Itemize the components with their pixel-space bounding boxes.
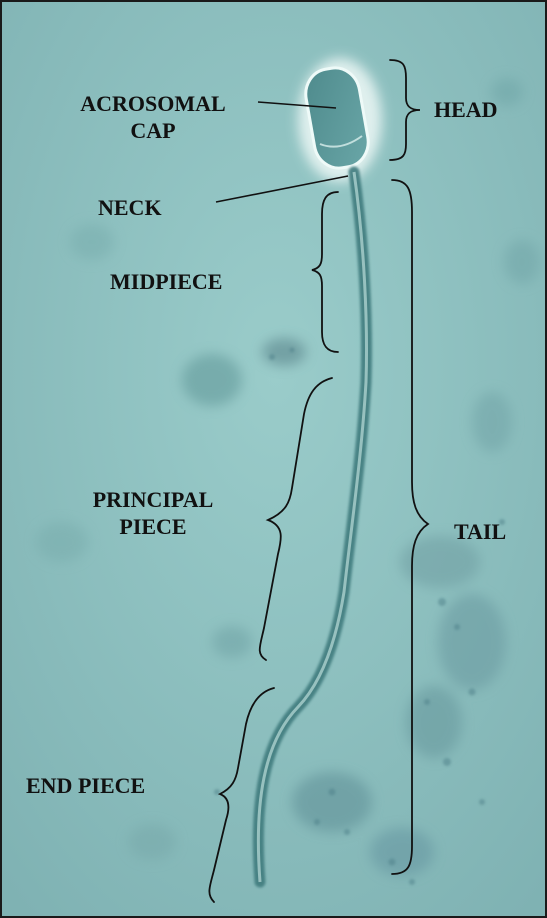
principal-piece-label-line-1: PRINCIPAL	[48, 486, 258, 513]
principal-piece-label: PRINCIPAL PIECE	[48, 486, 258, 540]
neck-label: NECK	[98, 194, 162, 221]
end-piece-label: END PIECE	[26, 772, 145, 799]
head-label: HEAD	[434, 96, 498, 123]
acrosomal-cap-label-line-1: ACROSOMAL	[52, 90, 254, 117]
acrosomal-cap-label: ACROSOMAL CAP	[52, 90, 254, 144]
midpiece-label: MIDPIECE	[110, 268, 222, 295]
principal-piece-label-line-2: PIECE	[48, 513, 258, 540]
acrosomal-cap-label-line-2: CAP	[52, 117, 254, 144]
tail-label: TAIL	[454, 518, 506, 545]
